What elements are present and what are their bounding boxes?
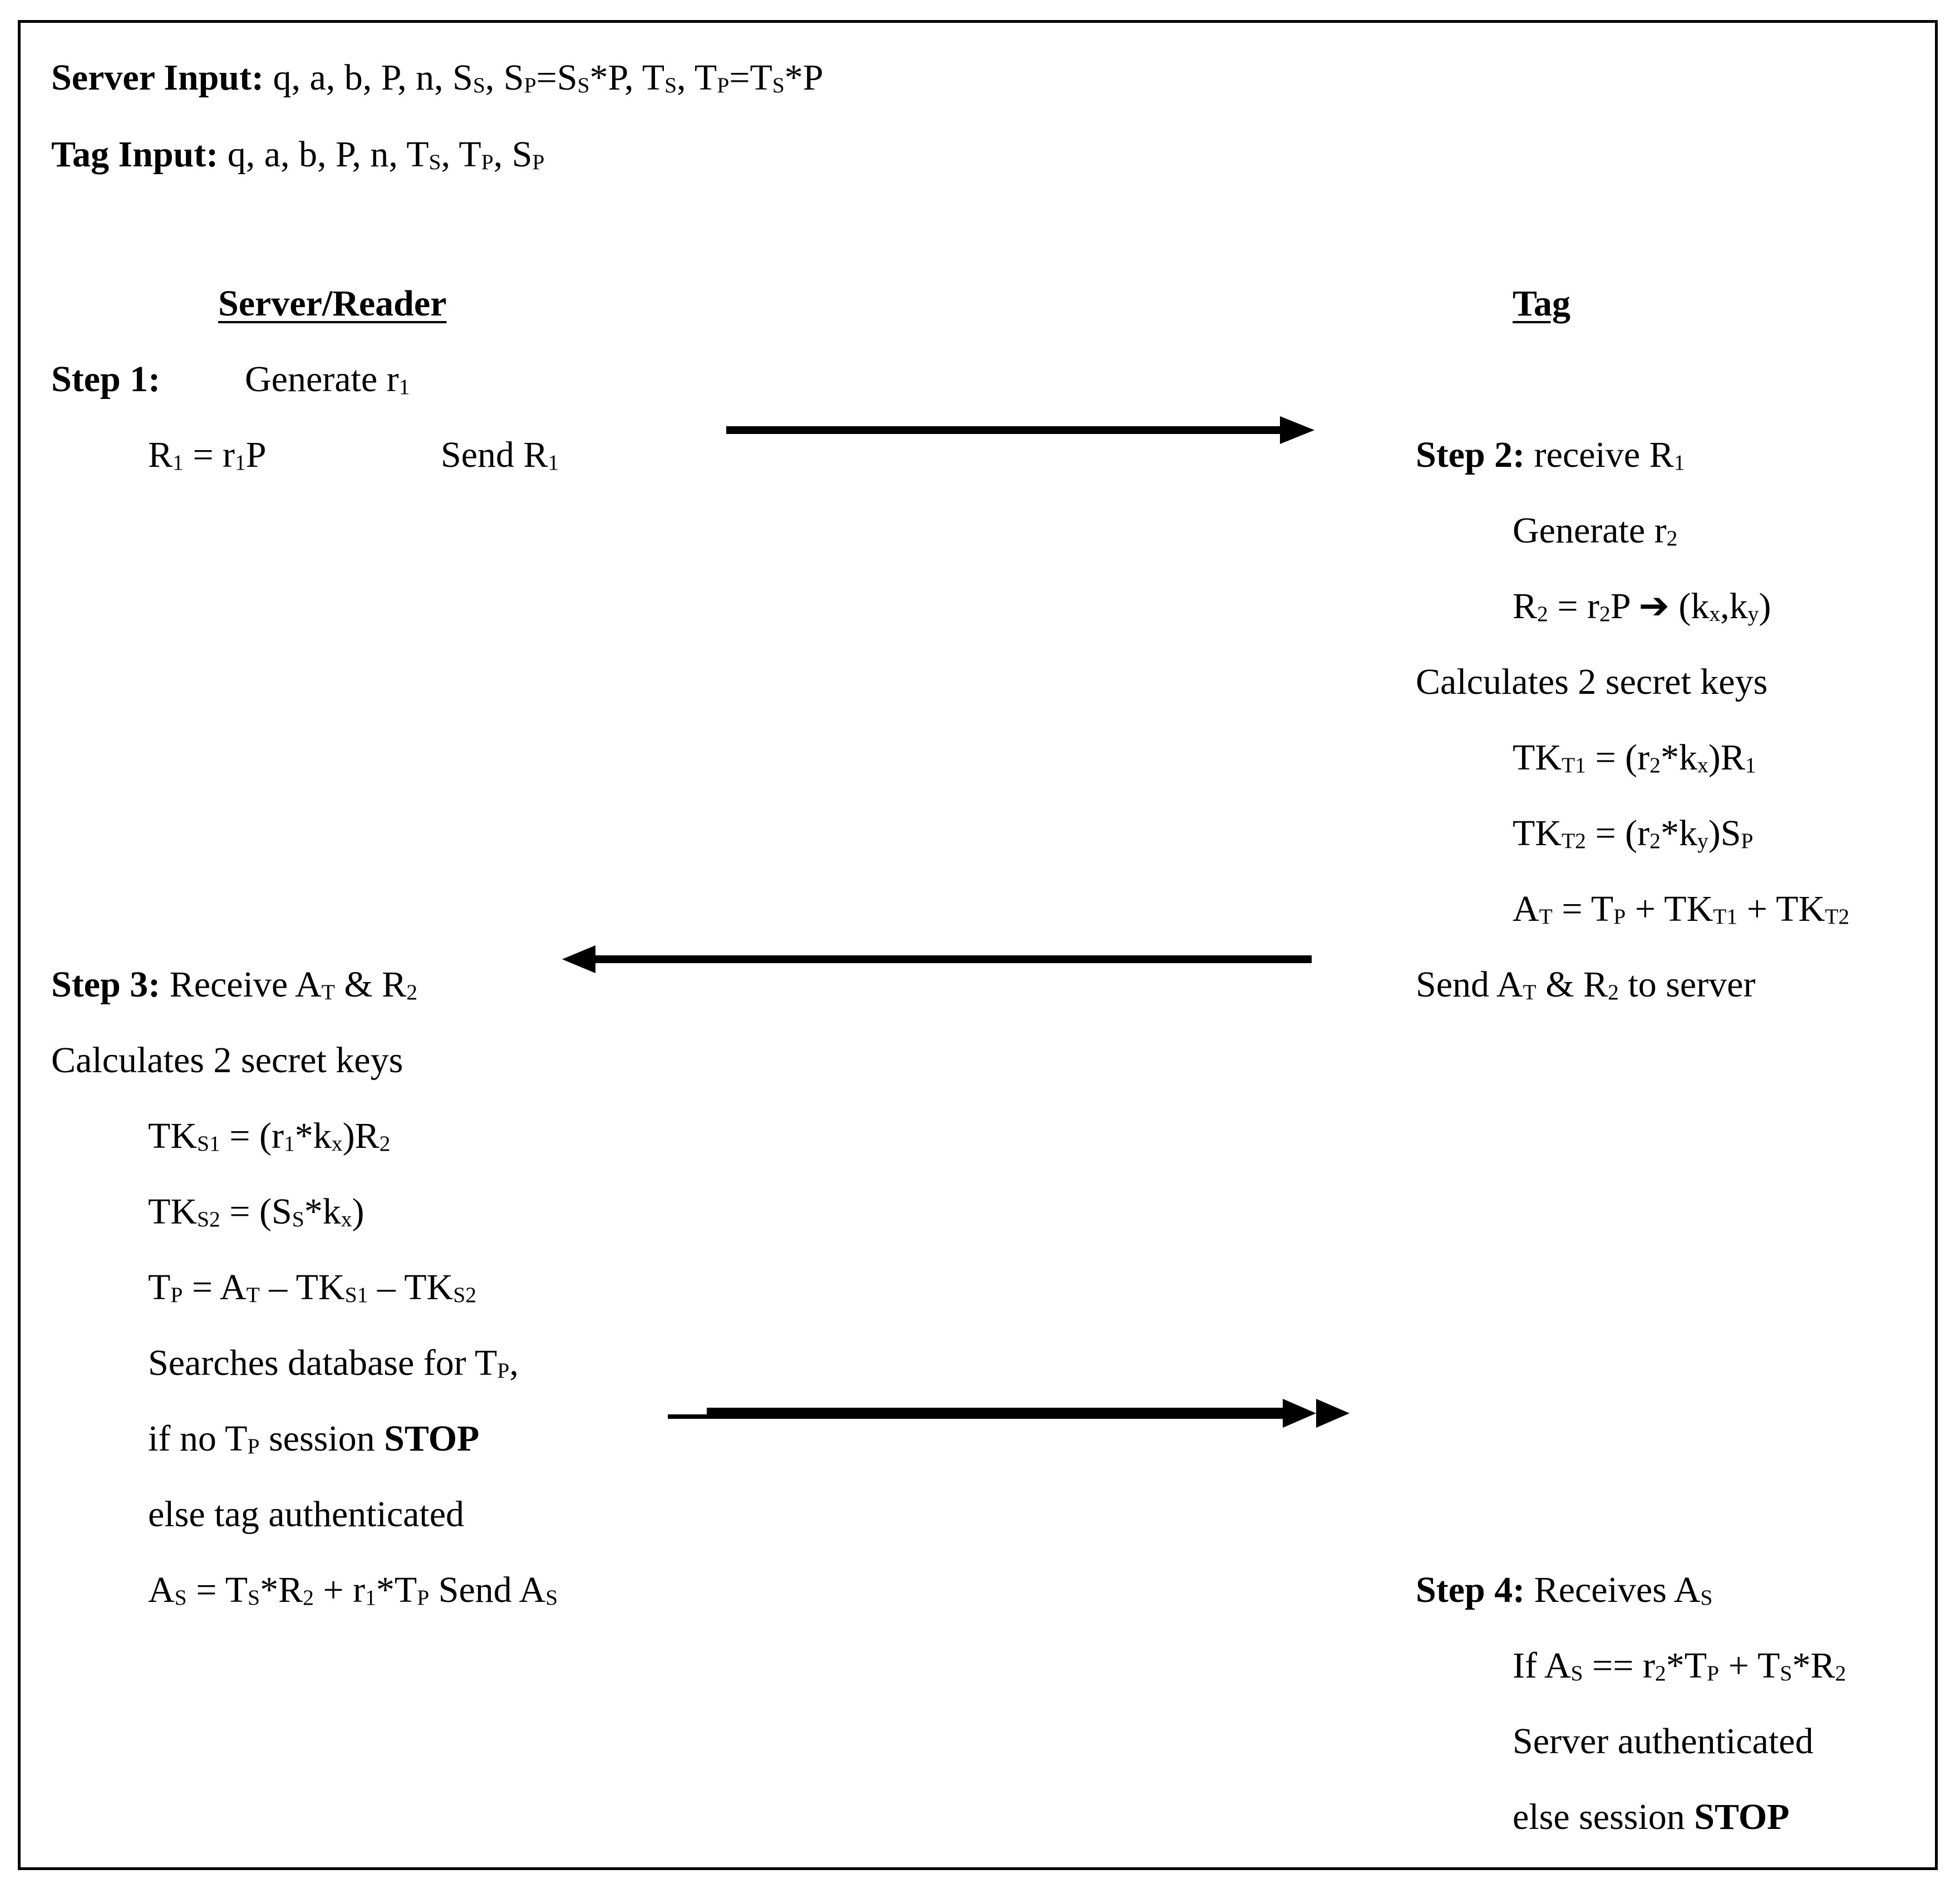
diagram-frame [18,20,1938,1870]
step2-label: Step 2: [1416,435,1525,475]
tag-input-text: q, a, b, P, n, TS, TP, SP [227,134,545,175]
tag-input-label: Tag Input: [51,134,219,175]
if-no-tp-line: if no TP session STOP [148,1417,479,1461]
tks2-equation: TKS2 = (SS*kx) [148,1191,365,1232]
step1-text: Generate r1 [245,359,410,399]
step4-label: Step 4: [1416,1570,1525,1610]
arrow-at-r2-to-server [562,945,1312,973]
arrow-as-to-tag [668,1399,1350,1428]
r1-equation: R1 = r1P [148,435,267,475]
generate-r2-text: Generate r2 [1513,510,1678,551]
tag-calc-keys: Calculates 2 secret keys [1416,662,1768,702]
step2-line: Step 2: receive R1 [1416,433,1685,477]
arrow-r1-to-tag [726,416,1314,444]
else-tag-authenticated: else tag authenticated [148,1494,465,1535]
step2-text: receive R1 [1534,435,1685,475]
step3-line: Step 3: Receive AT & R2 [51,963,417,1007]
tag-stop-text: STOP [1694,1797,1790,1837]
else-session-text: else session [1513,1797,1695,1837]
step4-line: Step 4: Receives AS [1416,1568,1712,1612]
tp-equation: TP = AT – TKS1 – TKS2 [148,1267,476,1308]
step4-text: Receives AS [1534,1570,1713,1610]
as-equation: AS = TS*R2 + r1*TP Send AS [148,1570,558,1610]
server-column-header: Server/Reader [218,283,447,324]
step3-text: Receive AT & R2 [169,964,418,1005]
server-input-label: Server Input: [51,57,264,98]
step1-line: Step 1: [51,357,160,402]
server-calc-keys: Calculates 2 secret keys [51,1040,403,1081]
send-at-r2-text: Send AT & R2 to server [1416,964,1756,1005]
tag-input-line: Tag Input: q, a, b, P, n, TS, TP, SP [51,132,544,177]
search-database-text: Searches database for TP, [148,1343,519,1383]
server-stop-text: STOP [384,1418,480,1459]
tkt2-equation: TKT2 = (r2*ky)SP [1513,813,1754,854]
at-equation: AT = TP + TKT1 + TKT2 [1513,889,1850,929]
tag-column-header: Tag [1513,283,1570,324]
server-input-text: q, a, b, P, n, SS, SP=SS*P, TS, TP=TS*P [273,57,824,98]
if-no-tp-text: if no TP session [148,1418,385,1459]
send-r1-text: Send R1 [441,435,559,475]
else-session-stop-line: else session STOP [1513,1795,1789,1839]
server-authenticated-text: Server authenticated [1513,1721,1814,1762]
tks1-equation: TKS1 = (r1*kx)R2 [148,1116,391,1156]
if-as-equation: If AS == r2*TP + TS*R2 [1513,1645,1846,1686]
r2-equation: R2 = r2P ➔ (kx,ky) [1513,586,1771,627]
server-input-line: Server Input: q, a, b, P, n, SS, SP=SS*P… [51,56,824,100]
step3-label: Step 3: [51,964,161,1005]
step1-label: Step 1: [51,359,161,399]
tkt1-equation: TKT1 = (r2*kx)R1 [1513,737,1756,778]
